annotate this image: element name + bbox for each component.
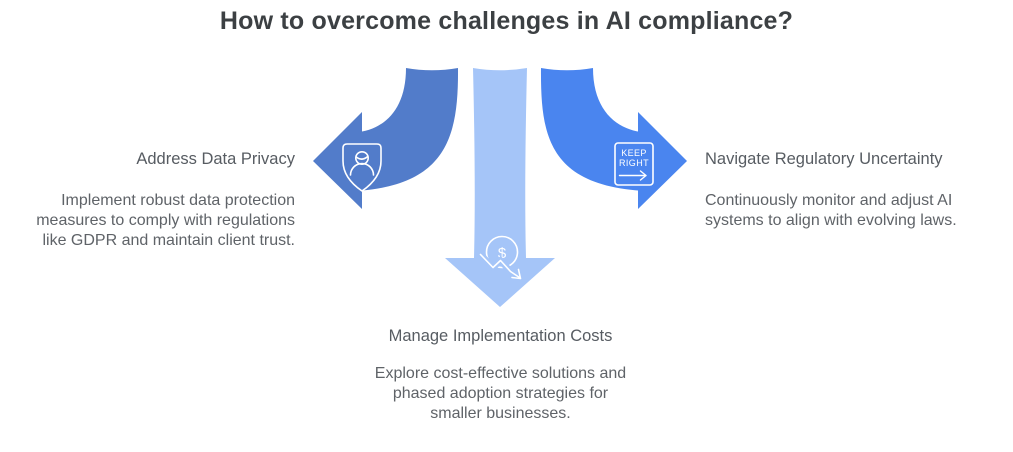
page-title: How to overcome challenges in AI complia… [219, 7, 794, 35]
right-arrow [540, 68, 687, 209]
challenge-body: Implement robust data protection measure… [36, 192, 295, 249]
challenge-heading: Address Data Privacy [136, 150, 295, 168]
left-arrow [313, 68, 459, 209]
challenge-body: Explore cost-effective solutions and pha… [374, 365, 627, 422]
challenge-block-implementation-costs: Manage Implementation Costs Explore cost… [348, 325, 653, 424]
sign-text-line2: RIGHT [619, 158, 649, 168]
shield-person-icon [342, 143, 382, 192]
dollar-decrease-icon: $ [477, 235, 523, 281]
challenge-body: Continuously monitor and adjust AI syste… [705, 192, 957, 229]
challenge-block-regulatory-uncertainty: Navigate Regulatory Uncertainty Continuo… [705, 148, 983, 231]
challenge-block-data-privacy: Address Data Privacy Implement robust da… [10, 148, 295, 251]
keep-right-sign-icon: KEEP RIGHT [614, 142, 654, 186]
down-arrow [445, 68, 555, 307]
challenge-heading: Manage Implementation Costs [388, 327, 613, 345]
challenge-heading: Navigate Regulatory Uncertainty [705, 150, 943, 168]
dollar-symbol: $ [498, 245, 507, 262]
sign-text-line1: KEEP [621, 148, 647, 158]
